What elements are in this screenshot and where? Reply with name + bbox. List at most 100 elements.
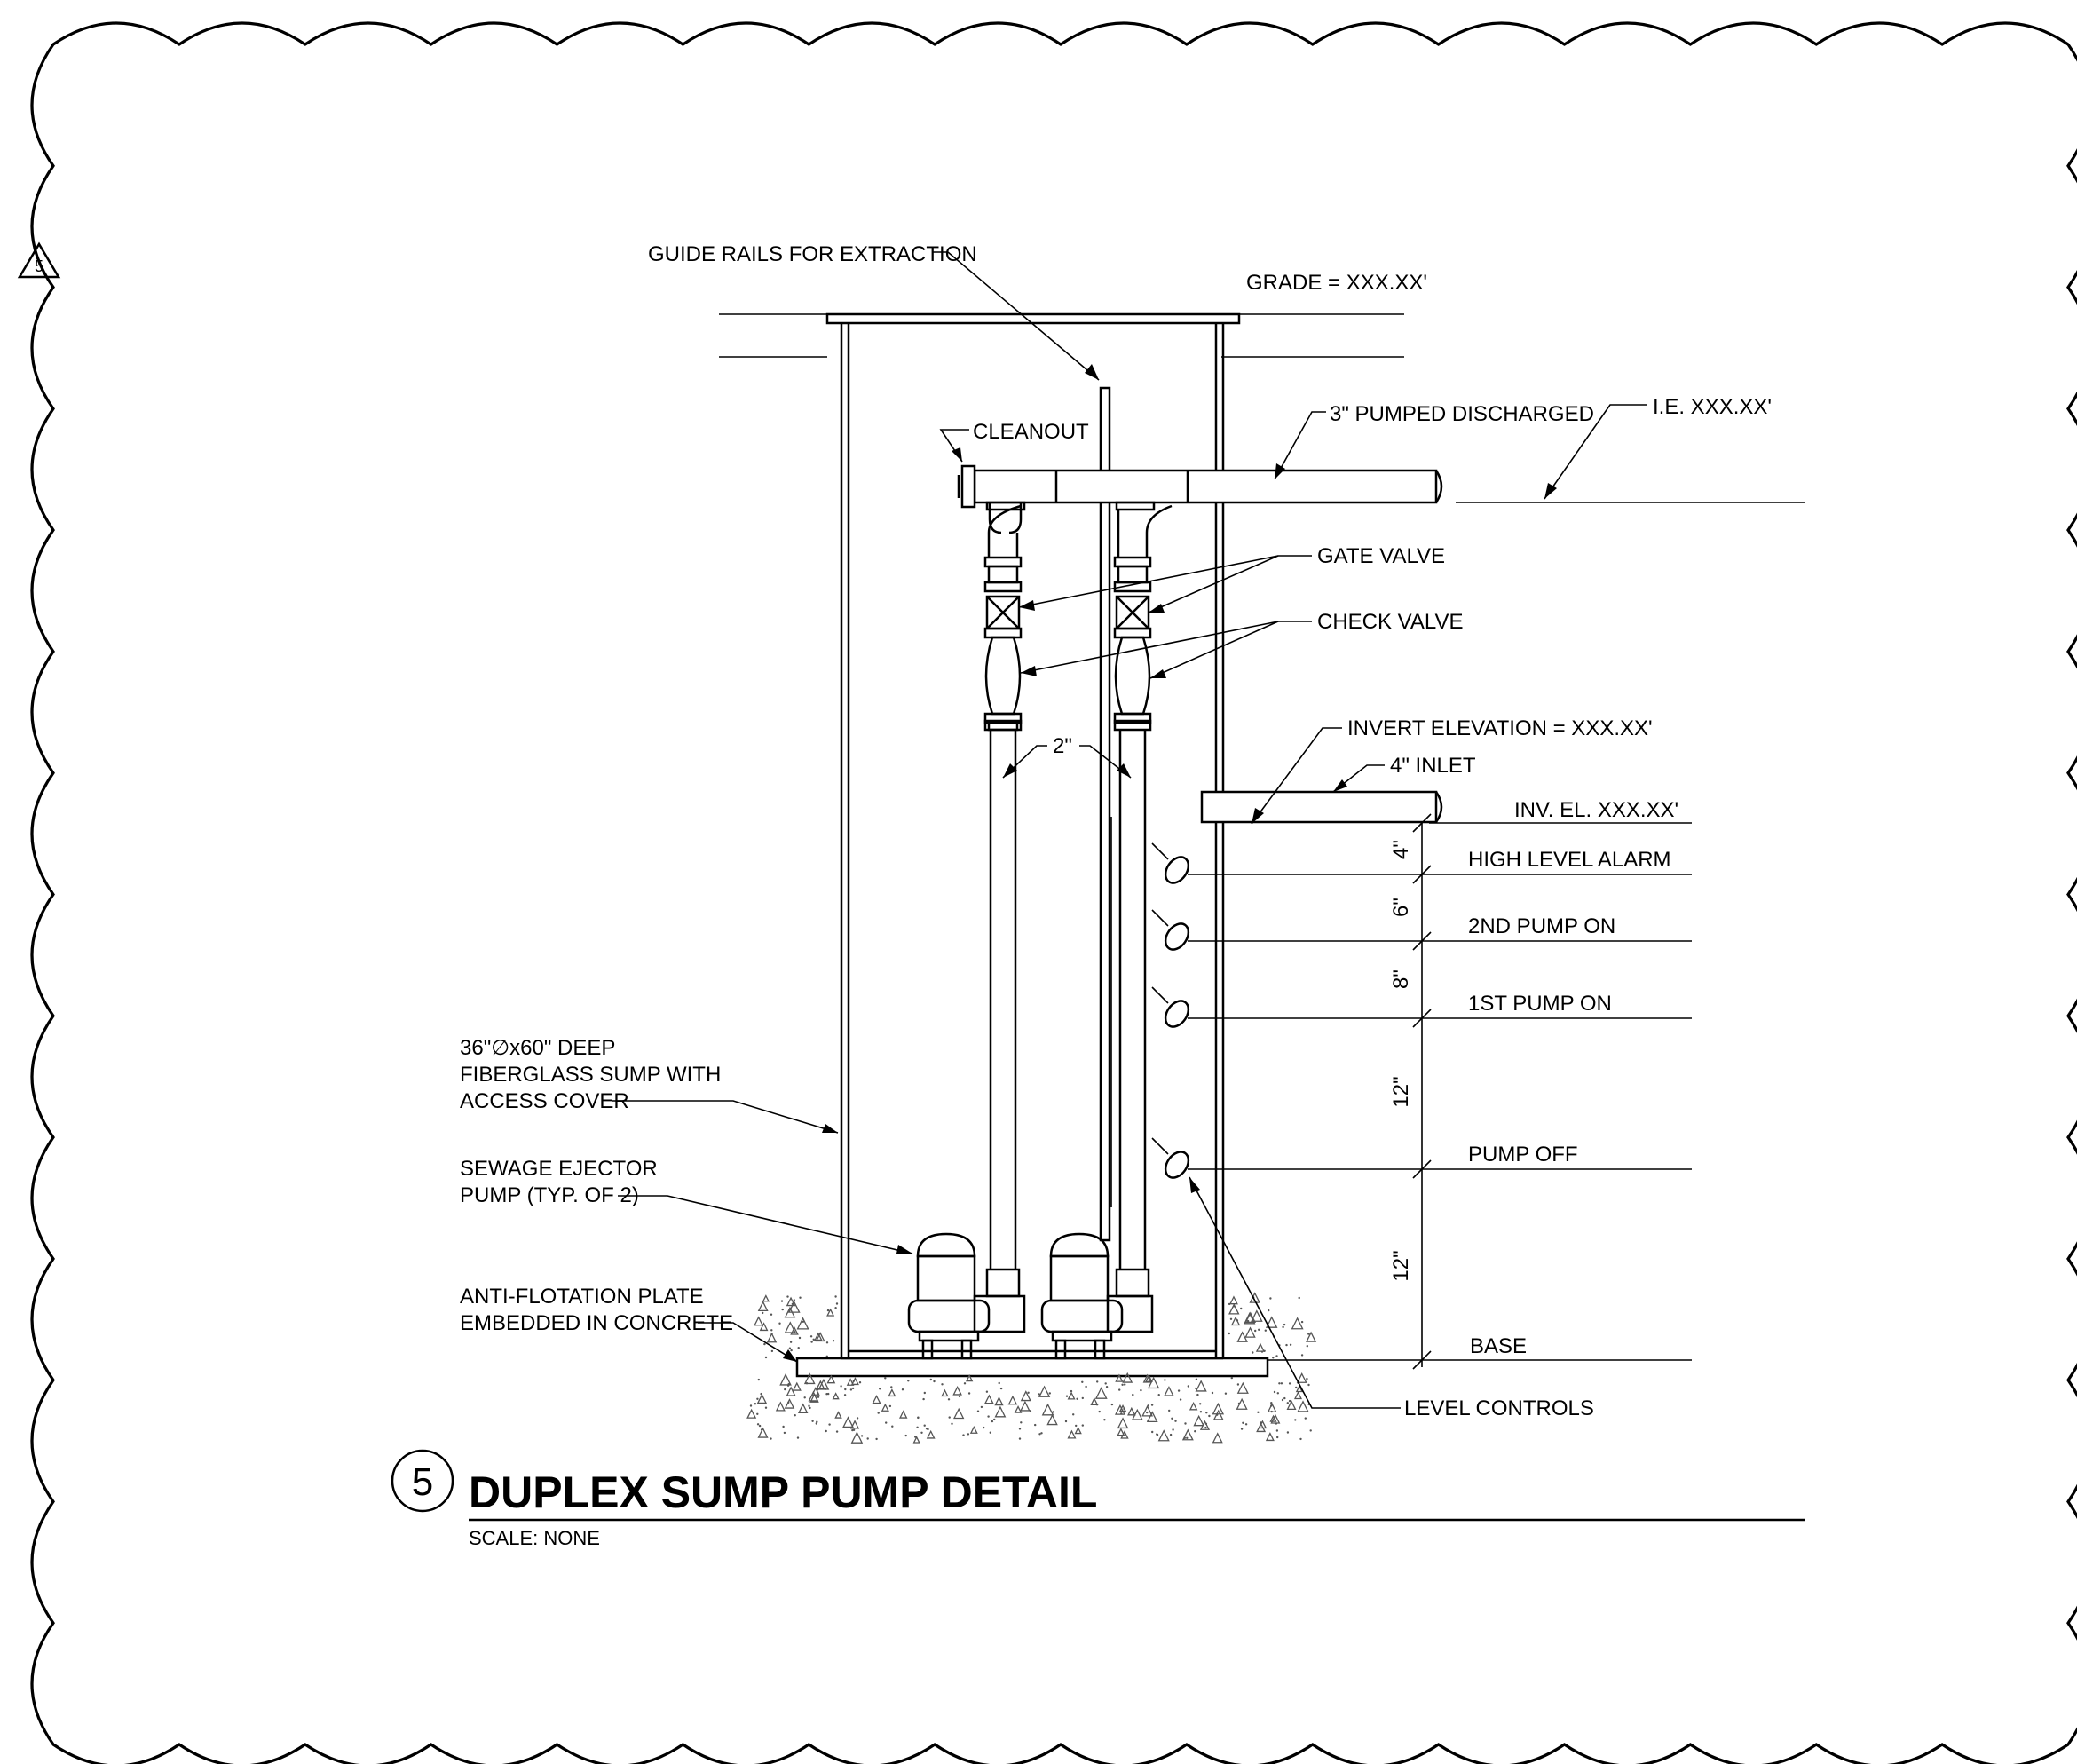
concrete-dot-235 xyxy=(890,1386,893,1388)
concrete-dot-200 xyxy=(1294,1419,1297,1421)
dimension-string: 4" 6" 8" 12" 12" xyxy=(1389,813,1432,1370)
concrete-dot-18 xyxy=(778,1322,781,1325)
concrete-dot-137 xyxy=(885,1421,888,1424)
concrete-aggregate-91 xyxy=(941,1388,949,1397)
concrete-aggregate-136 xyxy=(1094,1387,1108,1399)
label-1st-pump-on: 1ST PUMP ON xyxy=(1468,992,1612,1016)
concrete-dot-50 xyxy=(1283,1323,1286,1326)
concrete-aggregate-262 xyxy=(1074,1426,1082,1435)
concrete-dot-315 xyxy=(1199,1411,1203,1413)
concrete-dot-229 xyxy=(783,1431,786,1435)
concrete-dot-345 xyxy=(764,1406,768,1409)
concrete-aggregate-222 xyxy=(1127,1406,1136,1416)
concrete-aggregate-280 xyxy=(1297,1400,1309,1412)
concrete-dot-301 xyxy=(875,1437,878,1441)
label-sump-line3: ACCESS COVER xyxy=(460,1089,629,1113)
float-1st-pump-on xyxy=(1164,1000,1190,1028)
concrete-dot-157 xyxy=(1065,1395,1069,1397)
anti-flotation-plate xyxy=(795,1357,1269,1378)
concrete-dot-211 xyxy=(987,1415,990,1418)
concrete-dot-314 xyxy=(758,1424,762,1428)
concrete-dot-56 xyxy=(1289,1343,1292,1347)
concrete-dot-218 xyxy=(803,1396,806,1399)
concrete-aggregate-250 xyxy=(1199,1420,1211,1430)
concrete-aggregate-141 xyxy=(912,1436,920,1444)
discharge-pipe xyxy=(957,464,1443,509)
concrete-dot-142 xyxy=(877,1412,880,1414)
concrete-aggregate-31 xyxy=(826,1308,835,1317)
concrete-dot-76 xyxy=(1300,1354,1304,1357)
cleanout-cap xyxy=(960,464,976,509)
label-invert-elevation: INVERT ELEVATION = XXX.XX' xyxy=(1347,716,1653,740)
concrete-dot-104 xyxy=(1096,1380,1099,1383)
concrete-dot-286 xyxy=(1196,1393,1199,1396)
concrete-dot-202 xyxy=(1076,1397,1078,1401)
detail-number: 5 xyxy=(412,1460,433,1504)
concrete-aggregate-177 xyxy=(1296,1372,1307,1383)
concrete-dot-234 xyxy=(754,1403,757,1405)
label-ejector-line2: PUMP (TYP. OF 2) xyxy=(460,1183,639,1207)
concrete-dot-38 xyxy=(770,1313,773,1316)
concrete-dot-237 xyxy=(1278,1382,1281,1385)
concrete-aggregate-192 xyxy=(1117,1428,1125,1436)
concrete-aggregate-244 xyxy=(1189,1401,1198,1411)
concrete-dot-27 xyxy=(834,1295,837,1298)
concrete-dot-95 xyxy=(923,1391,927,1395)
concrete-aggregate-317 xyxy=(1181,1428,1194,1441)
label-sump-line1: 36"∅x60" DEEP xyxy=(460,1036,615,1060)
concrete-dot-338 xyxy=(1121,1383,1124,1387)
concrete-aggregate-304 xyxy=(1014,1405,1023,1413)
concrete-dot-240 xyxy=(815,1422,817,1425)
concrete-dot-108 xyxy=(933,1380,936,1383)
concrete-dot-37 xyxy=(793,1299,795,1301)
grade-lines xyxy=(719,313,1404,358)
concrete-dot-263 xyxy=(1276,1392,1280,1395)
label-cleanout: CLEANOUT xyxy=(973,420,1089,444)
concrete-aggregate-40 xyxy=(754,1316,764,1326)
right-riser-pipe xyxy=(1113,501,1173,1298)
concrete-dot-150 xyxy=(879,1388,881,1390)
concrete-dot-354 xyxy=(922,1397,925,1401)
float-2nd-pump-on xyxy=(1164,922,1190,951)
concrete-dot-361 xyxy=(757,1378,760,1381)
concrete-dot-60 xyxy=(1240,1307,1243,1310)
concrete-dot-308 xyxy=(824,1388,826,1390)
concrete-dot-292 xyxy=(1081,1380,1084,1384)
concrete-dot-127 xyxy=(796,1436,800,1439)
concrete-aggregate-98 xyxy=(1019,1400,1031,1412)
concrete-aggregate-252 xyxy=(1269,1414,1277,1422)
concrete-dot-216 xyxy=(1195,1378,1198,1380)
concrete-dot-9 xyxy=(764,1356,768,1359)
label-high-level-alarm: HIGH LEVEL ALARM xyxy=(1468,848,1671,872)
concrete-dot-146 xyxy=(920,1431,923,1435)
label-ejector-line1: SEWAGE EJECTOR xyxy=(460,1157,658,1181)
concrete-aggregate-355 xyxy=(1020,1390,1031,1402)
concrete-aggregate-16 xyxy=(786,1296,796,1307)
concrete-dot-72 xyxy=(1228,1302,1231,1306)
concrete-aggregate-201 xyxy=(849,1420,860,1429)
concrete-aggregate-107 xyxy=(1144,1374,1153,1382)
concrete-dot-23 xyxy=(825,1341,829,1344)
concrete-dot-92 xyxy=(947,1398,951,1401)
concrete-dot-53 xyxy=(1272,1357,1275,1359)
concrete-dot-346 xyxy=(858,1381,862,1384)
concrete-dot-228 xyxy=(816,1420,818,1423)
concrete-aggregate-28 xyxy=(796,1317,809,1330)
leader-lines xyxy=(612,251,1647,1409)
concrete-aggregate-281 xyxy=(1258,1420,1268,1429)
concrete-aggregate-153 xyxy=(1265,1432,1275,1442)
concrete-aggregate-15 xyxy=(814,1332,823,1341)
concrete-aggregate-140 xyxy=(1115,1373,1124,1382)
label-level-controls: LEVEL CONTROLS xyxy=(1404,1396,1594,1420)
concrete-dot-239 xyxy=(827,1392,830,1396)
concrete-aggregate-215 xyxy=(1295,1384,1304,1393)
dimension-6in: 6" xyxy=(1389,898,1413,917)
concrete-dot-66 xyxy=(1260,1350,1264,1353)
concrete-dot-282 xyxy=(1038,1393,1040,1396)
concrete-dot-43 xyxy=(832,1340,835,1342)
concrete-dot-7 xyxy=(834,1307,837,1309)
concrete-dot-357 xyxy=(760,1428,763,1431)
concrete-dot-152 xyxy=(967,1392,971,1395)
concrete-aggregate-339 xyxy=(1147,1376,1160,1389)
inlet-pipe xyxy=(1200,790,1443,824)
